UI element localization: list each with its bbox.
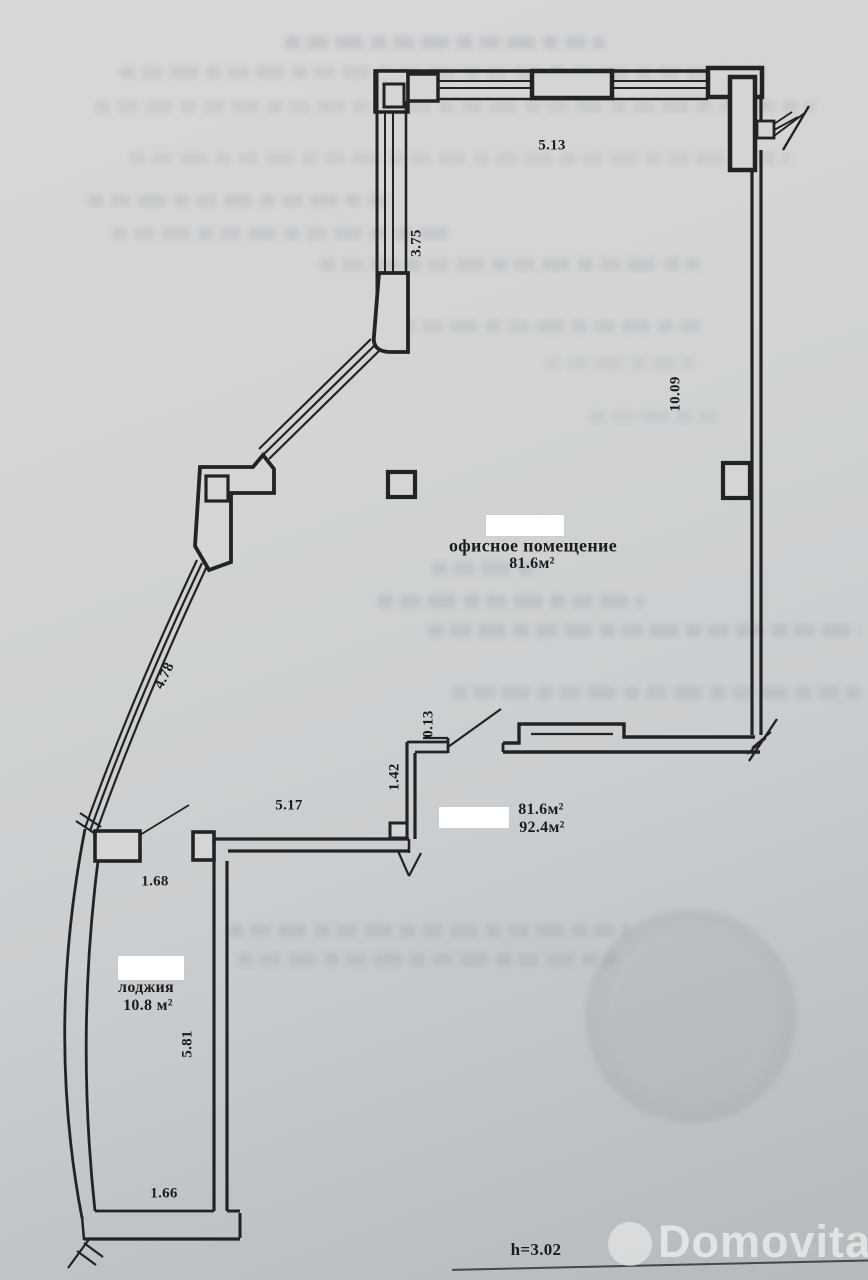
bleed-through-text	[432, 562, 542, 575]
dim-loggia-side: 5.81	[179, 1030, 196, 1058]
dim-inner-partition: 1.42	[386, 763, 403, 791]
dim-top: 5.13	[538, 137, 566, 154]
bleed-through-stamp	[585, 908, 797, 1124]
bleed-through-text	[545, 357, 695, 370]
ceiling-height-note: h=3.02	[510, 1240, 562, 1259]
window-jamb	[406, 72, 440, 103]
loggia-area: 10.8 м²	[123, 997, 173, 1014]
bleed-through-text	[452, 686, 860, 699]
office-label: офисное помещение	[449, 535, 617, 556]
domovita-watermark: Domovita	[608, 1216, 868, 1274]
bleed-through-text	[112, 227, 452, 240]
office-bottom-wall	[501, 718, 778, 762]
curved-window-wall	[75, 559, 208, 836]
area-note-1: 81.6м²	[518, 801, 564, 818]
wall-pier	[371, 271, 410, 354]
entry-pier	[727, 74, 758, 173]
domovita-logo-icon	[608, 1222, 652, 1266]
inner-partition	[388, 708, 502, 840]
domovita-brand-text: Domovita	[658, 1216, 868, 1267]
bleed-through-text	[88, 194, 388, 207]
mid-left-pier	[193, 451, 276, 573]
window-pier-middle	[529, 68, 615, 101]
break-hatch	[746, 731, 772, 755]
loggia-walls	[63, 804, 242, 1269]
bleed-through-text	[590, 410, 720, 423]
corner-pier-inner	[382, 82, 406, 109]
dim-bottom-partition: 5.17	[275, 797, 303, 814]
office-area: 81.6м²	[509, 555, 555, 572]
window-glazing	[612, 80, 708, 89]
loggia-pier	[93, 829, 142, 863]
dim-loggia-entry: 1.68	[141, 873, 169, 890]
dim-upper-left: 3.75	[408, 229, 425, 257]
break-mark	[396, 850, 422, 877]
redaction-box-areas	[439, 807, 509, 828]
bleed-through-text	[285, 36, 605, 49]
break-hatch	[773, 111, 807, 137]
bottom-partition	[214, 837, 422, 877]
opening-stub	[755, 119, 776, 140]
dim-loggia-bottom: 1.66	[150, 1185, 178, 1202]
door-leaf	[447, 708, 502, 748]
redaction-box-office	[486, 515, 564, 536]
wall-end-cap	[191, 830, 216, 862]
bleed-through-text	[320, 258, 700, 271]
bleed-through-text	[400, 320, 700, 333]
dim-wall-thickness: 0.13	[420, 710, 437, 738]
door-stop	[388, 821, 409, 840]
column	[720, 460, 753, 501]
window-glazing	[438, 80, 532, 89]
right-wall	[720, 74, 811, 735]
diagonal-window-wall	[258, 338, 382, 460]
bleed-through-text	[95, 100, 815, 113]
area-note-2: 92.4м²	[519, 819, 565, 836]
dim-right: 10.09	[667, 376, 684, 412]
bleed-through-text	[228, 924, 630, 937]
bleed-through-text	[238, 953, 616, 966]
loggia-label: лоджия	[118, 979, 174, 996]
left-wall	[371, 71, 410, 354]
leader-line	[139, 804, 190, 836]
column	[385, 469, 418, 500]
loggia-outer-arc	[63, 828, 87, 1219]
window-glazing	[384, 112, 394, 273]
top-wall	[373, 65, 765, 114]
bleed-through-text	[130, 152, 790, 165]
loggia-partition	[212, 833, 229, 1211]
bleed-through-text	[378, 595, 643, 608]
loggia-inner-arc	[84, 860, 100, 1212]
redaction-box-loggia	[118, 956, 184, 980]
break-hatch	[67, 1237, 104, 1269]
pier-inner	[204, 474, 230, 503]
